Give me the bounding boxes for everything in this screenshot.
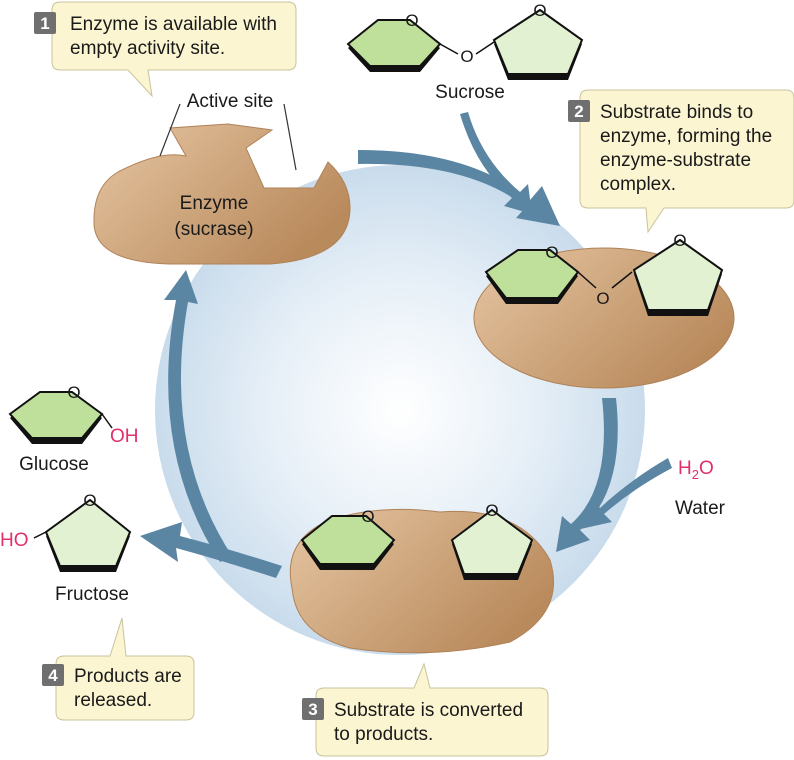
active-site-label: Active site <box>187 91 274 112</box>
callout-step-4-number: 4 <box>48 666 58 685</box>
callout-step-1-line-1: Enzyme is available with <box>70 14 277 35</box>
callout-step-2-line-4: complex. <box>600 174 676 195</box>
fructose-label: Fructose <box>55 584 129 605</box>
sucrose-glucose-ring <box>346 19 442 67</box>
enzyme-body <box>93 123 351 265</box>
products-fructose-ring <box>450 508 534 575</box>
arrow-water-in <box>576 458 672 530</box>
fructose-molecule: O HO Fructose <box>0 491 132 605</box>
arrow-sucrose-down <box>460 112 532 214</box>
callout-step-4-bubble <box>55 617 195 721</box>
cycle-arrows <box>140 112 672 578</box>
fructose-ring-oxygen: O <box>83 491 96 510</box>
callout-step-3-badge <box>302 698 324 720</box>
enzyme-empty: Active site Enzyme (sucrase) <box>93 91 351 265</box>
callout-step-3: 3 Substrate is converted to products. <box>302 662 549 757</box>
water-formula: H2O <box>678 458 714 482</box>
sucrose-glucose-ring-oxygen: O <box>405 11 418 30</box>
callout-step-2-badge <box>568 100 590 122</box>
callout-step-1: 1 Enzyme is available with empty activit… <box>34 1 297 98</box>
glucose-ring-oxygen: O <box>67 383 80 402</box>
callout-step-4-line-1: Products are <box>74 666 182 687</box>
fructose-hydroxyl: HO <box>0 530 29 551</box>
complex-glucose-ring-oxygen: O <box>545 243 558 262</box>
callout-step-1-number: 1 <box>40 14 49 33</box>
enzyme-substrate-complex: O O O <box>473 231 735 389</box>
callout-step-4: 4 Products are released. <box>42 617 195 721</box>
products-glucose-ring-oxygen: O <box>361 507 374 526</box>
callout-step-2-line-2: enzyme, forming the <box>600 126 772 147</box>
enzyme-name-label: (sucrase) <box>174 219 253 240</box>
callout-step-3-number: 3 <box>308 700 317 719</box>
complex-bond-left <box>577 271 597 289</box>
callout-step-2-bubble <box>579 89 794 234</box>
enzyme-label: Enzyme <box>180 193 249 214</box>
glucose-label: Glucose <box>19 454 89 475</box>
callout-step-3-line-2: to products. <box>334 724 433 745</box>
sucrose-molecule: O O O Sucrose <box>346 1 584 103</box>
callout-step-1-badge <box>34 12 56 34</box>
water-label: Water <box>675 498 726 519</box>
callout-step-2-number: 2 <box>574 102 583 121</box>
callout-step-2: 2 Substrate binds to enzyme, forming the… <box>568 89 794 234</box>
sucrose-bond-left <box>439 43 459 55</box>
complex-fructose-ring-oxygen: O <box>673 231 686 250</box>
complex-bridge-oxygen: O <box>596 289 609 308</box>
products-glucose-ring <box>300 515 396 565</box>
callout-step-1-line-2: empty activity site. <box>70 38 225 59</box>
sucrose-fructose-ring-oxygen: O <box>533 1 546 20</box>
fructose-ring <box>44 498 132 567</box>
sucrose-bridge-oxygen: O <box>460 47 473 66</box>
callout-step-4-badge <box>42 664 64 686</box>
glucose-oh-bond <box>101 413 113 429</box>
sucrose-bond-right <box>475 41 495 55</box>
active-site-pointer-right <box>283 103 297 171</box>
active-site-pointer-left <box>159 103 181 157</box>
enzyme-products-complex: O O <box>289 501 554 654</box>
callout-step-2-line-1: Substrate binds to <box>600 102 753 123</box>
arrow-return-to-enzyme <box>164 270 232 562</box>
arrow-products-out <box>140 522 282 578</box>
sucrose-label: Sucrose <box>435 82 505 103</box>
sucrose-fructose-ring <box>492 8 584 75</box>
glucose-hydroxyl: OH <box>110 426 139 447</box>
glucose-molecule: O OH Glucose <box>8 383 139 475</box>
callout-step-3-bubble <box>315 662 549 757</box>
fructose-ho-bond <box>33 531 47 539</box>
complex-bond-right <box>611 271 633 289</box>
callout-step-3-line-1: Substrate is converted <box>334 700 523 721</box>
callout-step-2-line-3: enzyme-substrate <box>600 150 751 171</box>
callout-step-4-line-2: released. <box>74 690 152 711</box>
water-molecule: H2O Water <box>675 458 726 519</box>
complex-fructose-ring <box>632 238 724 311</box>
products-fructose-ring-oxygen: O <box>485 501 498 520</box>
arrow-enzyme-to-complex <box>358 150 560 226</box>
callout-step-1-bubble <box>51 1 297 98</box>
